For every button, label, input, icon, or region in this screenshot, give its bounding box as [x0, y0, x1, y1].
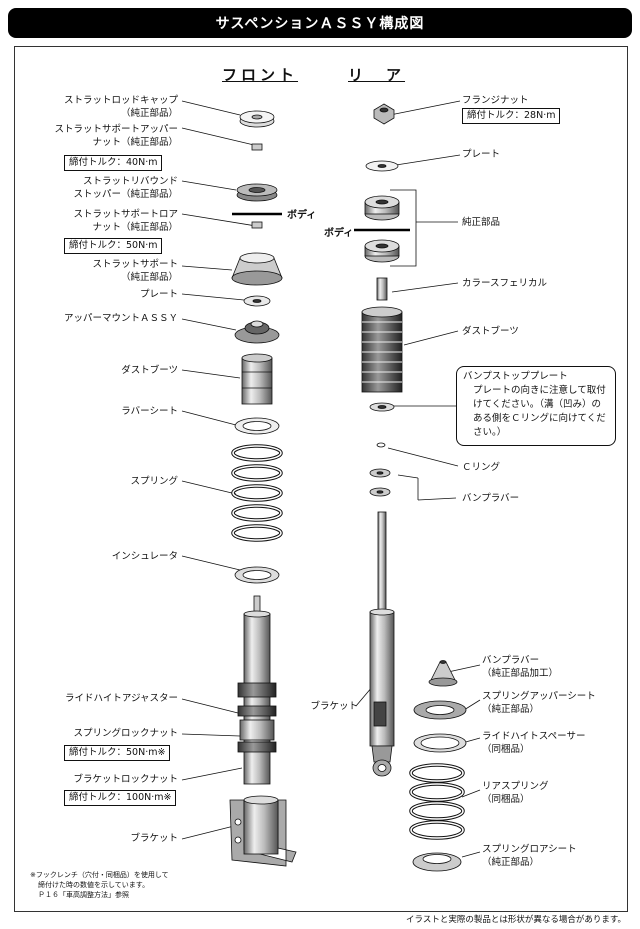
- label-flange-nut: フランジナット: [462, 95, 529, 106]
- label-collar-spherical: カラースフェリカル: [462, 278, 548, 289]
- bump-stop-plate-note: バンプストッププレート プレートの向きに注意して取付けてください。（溝（凹み）の…: [456, 366, 616, 446]
- label-insulator: インシュレータ: [111, 551, 178, 562]
- body-label-front: ボディ: [287, 210, 317, 221]
- torque-50nm-hook: 締付トルク：50N·m※: [64, 745, 171, 761]
- label-strut-support-upper-nut: ストラットサポートアッパーナット（純正部品）: [54, 124, 178, 148]
- page-title: サスペンションＡＳＳＹ構成図: [215, 16, 425, 32]
- label-ride-height-adjuster: ライドハイトアジャスター: [65, 693, 178, 704]
- footnote-line: 締付けた時の数値を示しています。: [38, 881, 150, 889]
- heading-rear: リ ア: [348, 66, 406, 84]
- label-dust-boot-rear: ダストブーツ: [462, 326, 519, 337]
- label-rear-spring: リアスプリング（同梱品）: [482, 781, 549, 805]
- label-bracket-rear: ブラケット: [310, 701, 358, 712]
- torque-50nm: 締付トルク：50N·m: [64, 238, 163, 254]
- footnote-line: ※フックレンチ（穴付・同梱品）を使用して: [30, 871, 169, 879]
- diagram-frame: [14, 46, 628, 912]
- torque-100nm-hook: 締付トルク：100N·m※: [64, 790, 177, 806]
- label-bump-rubber-modified: バンプラバー（純正部品加工）: [482, 655, 559, 679]
- label-rubber-seat: ラバーシート: [121, 406, 178, 417]
- disclaimer: イラストと実際の製品とは形状が異なる場合があります。: [406, 915, 626, 925]
- label-c-ring: Ｃリング: [462, 462, 501, 473]
- label-ride-height-spacer: ライドハイトスペーサー（同梱品）: [482, 731, 586, 755]
- label-upper-mount-assy: アッパーマウントＡＳＳＹ: [63, 313, 178, 324]
- label-dust-boot-front: ダストブーツ: [121, 365, 178, 376]
- torque-40nm: 締付トルク：40N·m: [64, 155, 163, 171]
- footnote-line: Ｐ１６「車高調整方法」参照: [38, 891, 129, 899]
- label-plate-rear: プレート: [462, 149, 501, 160]
- footnote: ※フックレンチ（穴付・同梱品）を使用して 締付けた時の数値を示しています。 Ｐ１…: [30, 870, 210, 900]
- label-plate-front: プレート: [139, 289, 178, 300]
- label-rebound-stopper: ストラットリバウンドストッパー（純正部品）: [73, 176, 178, 200]
- label-genuine-parts: 純正部品: [462, 217, 501, 228]
- label-bracket-front: ブラケット: [130, 833, 178, 844]
- label-strut-rod-cap: ストラットロッドキャップ（純正部品）: [63, 95, 178, 119]
- bump-stop-plate-note-body: プレートの向きに注意して取付けてください。（溝（凹み）のある側をＣリングに向けて…: [473, 385, 606, 438]
- label-spring: スプリング: [130, 476, 178, 487]
- label-bracket-lock-nut: ブラケットロックナット: [73, 774, 178, 785]
- label-bump-rubber: バンプラバー: [462, 493, 520, 504]
- title-bar: サスペンションＡＳＳＹ構成図: [8, 8, 632, 38]
- label-spring-lower-seat: スプリングロアシート（純正部品）: [482, 844, 577, 868]
- label-spring-upper-seat: スプリングアッパーシート（純正部品）: [482, 691, 596, 715]
- bump-stop-plate-note-title: バンプストッププレート: [463, 371, 568, 382]
- label-spring-lock-nut: スプリングロックナット: [73, 728, 178, 739]
- label-strut-support: ストラットサポート（純正部品）: [92, 259, 178, 283]
- label-strut-support-lower-nut: ストラットサポートロアナット（純正部品）: [73, 209, 178, 233]
- heading-front: フロント: [222, 66, 299, 84]
- torque-28nm: 締付トルク：28N·m: [462, 108, 561, 124]
- body-label-rear: ボディ: [324, 228, 354, 239]
